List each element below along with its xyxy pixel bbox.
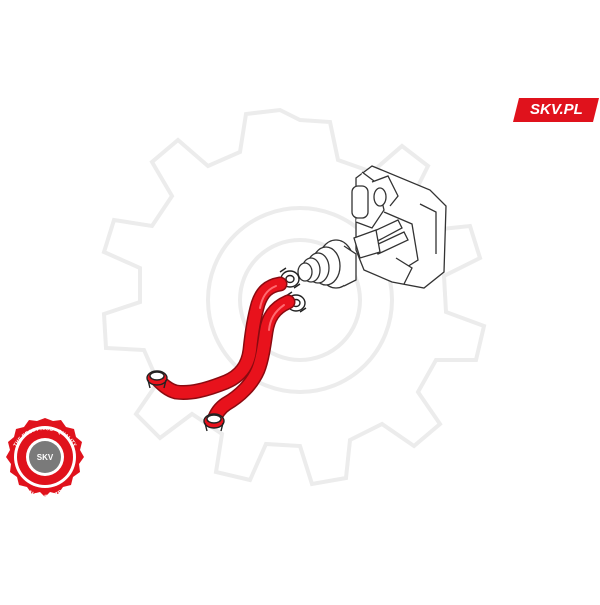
seal-bottom-text: AUTO PARTS xyxy=(26,490,64,501)
svg-text:AUTO PARTS: AUTO PARTS xyxy=(26,490,64,501)
engine-block-illustration xyxy=(351,165,447,289)
hose-end-coupler-right xyxy=(203,413,225,432)
gear-watermark-icon xyxy=(101,107,487,487)
hose-end-coupler-left xyxy=(146,370,168,389)
heater-hose-assembly xyxy=(150,276,296,428)
quality-seal: THE BEST PRICE · QUALITY AUTO PARTS SKV xyxy=(6,418,84,501)
seal-center-text: SKV xyxy=(37,453,54,462)
brand-logo-label: SKV.PL xyxy=(529,101,583,118)
hose-upper xyxy=(152,278,286,399)
grommet-illustration xyxy=(297,239,357,289)
hose-lower xyxy=(208,296,294,426)
brand-logo-tag: SKV.PL xyxy=(513,98,599,122)
